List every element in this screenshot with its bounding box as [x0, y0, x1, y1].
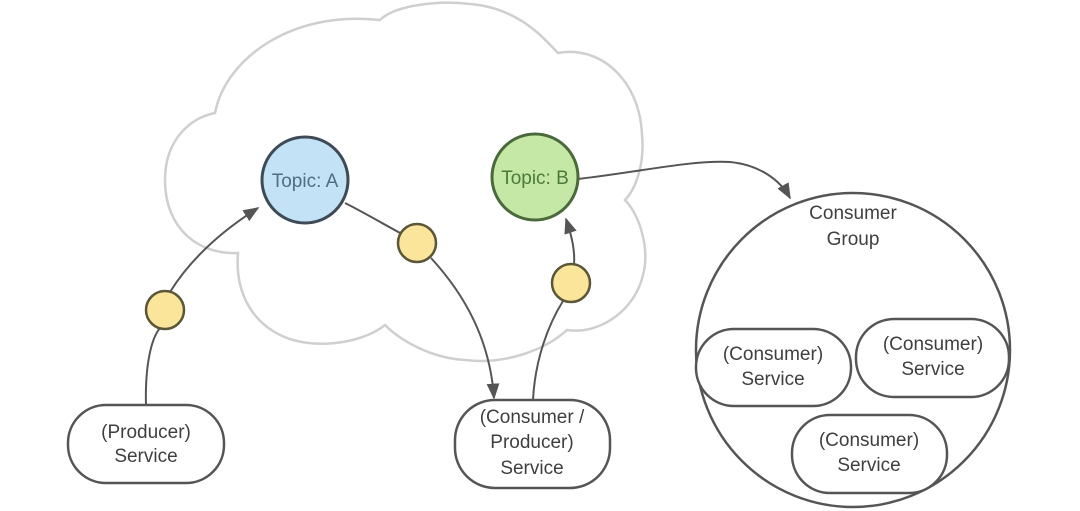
consumer-service-label-line1: (Consumer) — [819, 430, 919, 451]
consumer-service-label-line1: (Consumer) — [883, 334, 983, 355]
topic-b-label: Topic: B — [501, 168, 569, 189]
message-icon — [550, 262, 592, 304]
edge-message-to-topic-b — [564, 217, 577, 265]
edge-message-to-topic-a — [169, 207, 260, 293]
consumer-service-node[interactable]: (Consumer) Service — [790, 413, 949, 495]
consumer-service-label-line2: Service — [741, 369, 804, 390]
message-icon — [144, 289, 186, 331]
consumer-service-label-line1: (Consumer) — [723, 344, 823, 365]
producer-service-label-line2: Service — [114, 446, 177, 467]
consumer-producer-label-line2: Producer) — [490, 432, 573, 453]
edge-topic-b-to-consumer-group — [577, 160, 791, 200]
topic-b-node[interactable]: Topic: B — [490, 132, 580, 222]
consumer-producer-label-line3: Service — [500, 458, 563, 479]
message-icon — [396, 222, 438, 264]
consumer-group-title-line1: Consumer — [809, 203, 897, 224]
edge-message-to-consumer-producer — [430, 257, 500, 400]
consumer-service-label-line2: Service — [901, 359, 964, 380]
consumer-producer-service-node[interactable]: (Consumer / Producer) Service — [453, 398, 612, 490]
edge-producer-to-message — [144, 327, 161, 406]
producer-service-node[interactable]: (Producer) Service — [66, 403, 226, 485]
topic-a-node[interactable]: Topic: A — [260, 135, 350, 225]
consumer-service-node[interactable]: (Consumer) Service — [854, 317, 1011, 399]
consumer-service-node[interactable]: (Consumer) Service — [694, 327, 853, 408]
edge-topic-a-to-message — [344, 202, 403, 235]
producer-service-label-line1: (Producer) — [101, 422, 191, 443]
consumer-group-node[interactable]: Consumer Group (Consumer) Service (Consu… — [694, 191, 1012, 509]
consumer-producer-label-line1: (Consumer / — [480, 407, 585, 428]
topic-a-label: Topic: A — [272, 171, 339, 192]
consumer-group-title-line2: Group — [827, 229, 880, 250]
consumer-service-label-line2: Service — [837, 455, 900, 476]
kafka-cluster-cloud — [163, 1, 647, 363]
edge-consumer-producer-to-message — [532, 300, 564, 401]
